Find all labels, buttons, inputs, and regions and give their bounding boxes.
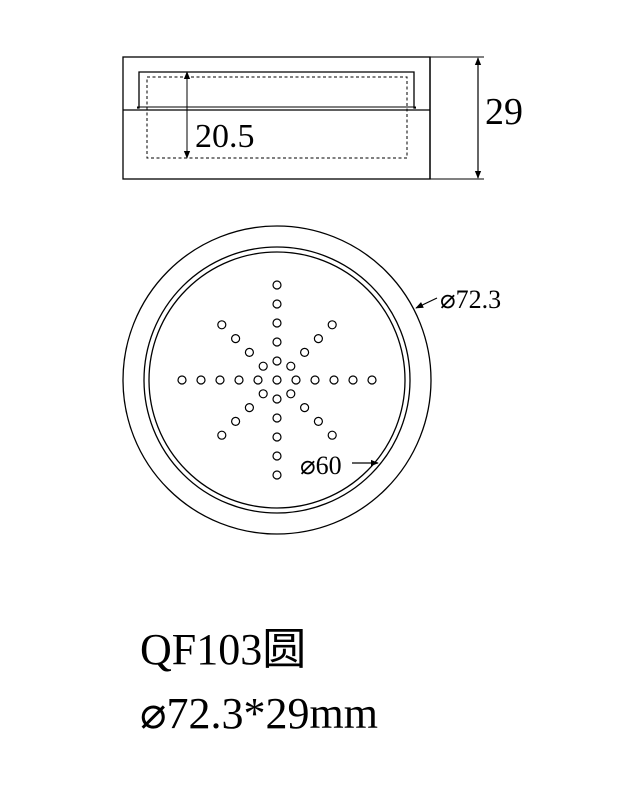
vent-hole xyxy=(327,430,337,440)
vent-hole xyxy=(272,470,282,480)
side-view xyxy=(122,56,484,180)
vent-hole xyxy=(272,299,282,309)
outer-diameter-leader xyxy=(415,297,438,309)
vent-hole xyxy=(272,375,282,385)
vent-hole xyxy=(272,356,282,366)
vent-hole xyxy=(272,413,282,423)
vent-hole xyxy=(329,375,339,385)
vent-hole xyxy=(272,280,282,290)
vent-hole xyxy=(313,334,323,344)
vent-hole xyxy=(310,375,320,385)
top-view-inner-rim-inner xyxy=(148,251,406,509)
vent-hole xyxy=(286,361,296,371)
inner-diameter-label: ⌀60 xyxy=(300,451,342,480)
vent-hole xyxy=(272,432,282,442)
vent-hole xyxy=(258,361,268,371)
vent-hole xyxy=(231,416,241,426)
model-caption: QF103圆 xyxy=(140,625,307,674)
side-view-hidden-cavity xyxy=(146,76,408,159)
side-view-lid-step xyxy=(137,71,416,109)
vent-hole xyxy=(286,389,296,399)
vent-hole xyxy=(244,403,254,413)
vent-hole xyxy=(231,334,241,344)
top-view xyxy=(122,225,438,535)
side-view-outer-body xyxy=(122,56,431,180)
vent-hole xyxy=(217,430,227,440)
vent-hole xyxy=(313,416,323,426)
vent-hole xyxy=(272,337,282,347)
vent-hole xyxy=(234,375,244,385)
height-label: 29 xyxy=(485,91,523,133)
vent-hole xyxy=(217,320,227,330)
vent-hole xyxy=(258,389,268,399)
vent-hole xyxy=(272,394,282,404)
outer-diameter-label: ⌀72.3 xyxy=(440,285,501,314)
vent-hole xyxy=(348,375,358,385)
vent-hole xyxy=(272,451,282,461)
inner-depth-label: 20.5 xyxy=(195,118,255,155)
vent-hole xyxy=(300,347,310,357)
vent-hole xyxy=(215,375,225,385)
top-view-outer-circle xyxy=(122,225,432,535)
vent-hole xyxy=(300,403,310,413)
vent-hole xyxy=(253,375,263,385)
vent-hole xyxy=(196,375,206,385)
vent-hole xyxy=(367,375,377,385)
vent-hole xyxy=(291,375,301,385)
vent-hole xyxy=(177,375,187,385)
spec-caption: ⌀72.3*29mm xyxy=(140,689,378,738)
vent-hole xyxy=(327,320,337,330)
vent-hole xyxy=(244,347,254,357)
top-view-inner-rim-outer xyxy=(143,246,411,514)
vent-hole-pattern xyxy=(177,280,377,480)
vent-hole xyxy=(272,318,282,328)
